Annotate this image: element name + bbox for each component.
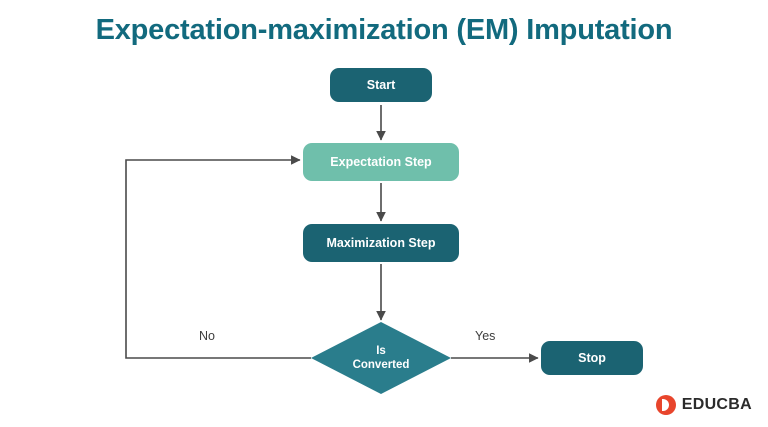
node-stop[interactable]: Stop	[541, 341, 643, 375]
educba-brand-name: EDUCBA	[681, 396, 752, 413]
node-maximization-step-label: Maximization Step	[326, 235, 436, 250]
node-stop-label: Stop	[578, 350, 606, 365]
educba-logo-icon	[655, 395, 676, 415]
node-expectation-step-label: Expectation Step	[330, 154, 432, 169]
page-title: Expectation-maximization (EM) Imputation	[95, 14, 673, 46]
diamond-shape-icon	[311, 322, 451, 394]
node-expectation-step[interactable]: Expectation Step	[303, 143, 459, 181]
node-maximization-step[interactable]: Maximization Step	[303, 224, 459, 262]
node-decision-is-converted[interactable]: Is Converted	[309, 320, 453, 396]
educba-branding: EDUCBA	[655, 395, 752, 415]
edge-label-yes: Yes	[475, 329, 496, 343]
node-start-label: Start	[366, 77, 396, 92]
node-start[interactable]: Start	[330, 68, 432, 102]
edge-label-no: No	[199, 329, 215, 343]
